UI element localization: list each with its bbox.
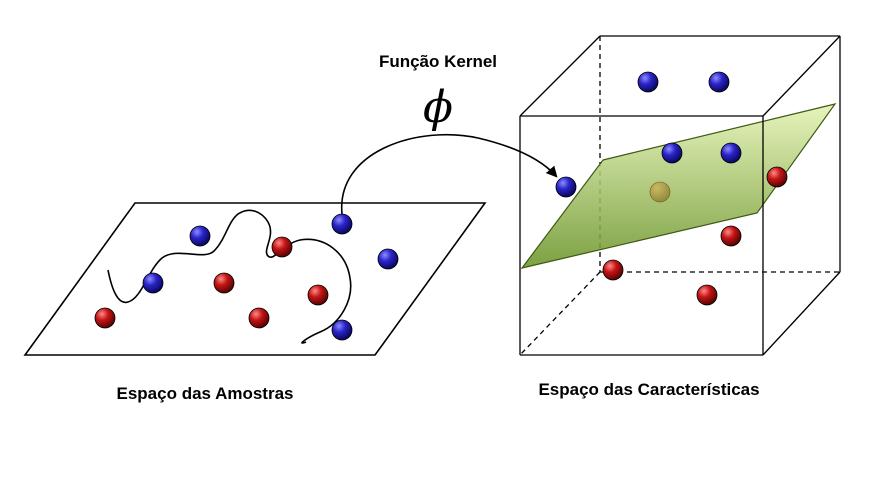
sample-space: [23, 202, 487, 356]
feature-space-front-face: [519, 115, 764, 356]
sample-point-blue: [331, 319, 353, 341]
feature-point-red: [696, 284, 718, 306]
sample-plane: [23, 202, 487, 356]
kernel-mapping-arrow: [341, 133, 558, 215]
sample-point-red: [94, 307, 116, 329]
feature-point-blue: [708, 71, 730, 93]
sample-point-red: [213, 272, 235, 294]
sample-space-label: Espaço das Amostras: [117, 384, 294, 403]
sample-point-red: [307, 284, 329, 306]
feature-point-blue: [720, 142, 742, 164]
sample-point-blue: [377, 248, 399, 270]
feature-point-blue: [637, 71, 659, 93]
kernel-symbol: ϕ: [423, 82, 453, 133]
sample-point-red: [248, 307, 270, 329]
feature-point-red: [649, 181, 671, 203]
sample-point-blue: [189, 225, 211, 247]
feature-point-blue: [555, 176, 577, 198]
kernel-title: Função Kernel: [379, 52, 497, 71]
feature-space-label: Espaço das Características: [538, 380, 759, 399]
separating-curve: [107, 209, 352, 344]
feature-space-cube: [519, 35, 841, 356]
feature-point-red: [720, 225, 742, 247]
sample-point-red: [271, 236, 293, 258]
feature-point-blue: [661, 142, 683, 164]
feature-point-red: [602, 259, 624, 281]
sample-point-blue: [331, 213, 353, 235]
separating-hyperplane: [520, 103, 837, 269]
sample-point-blue: [142, 272, 164, 294]
feature-point-red: [766, 166, 788, 188]
